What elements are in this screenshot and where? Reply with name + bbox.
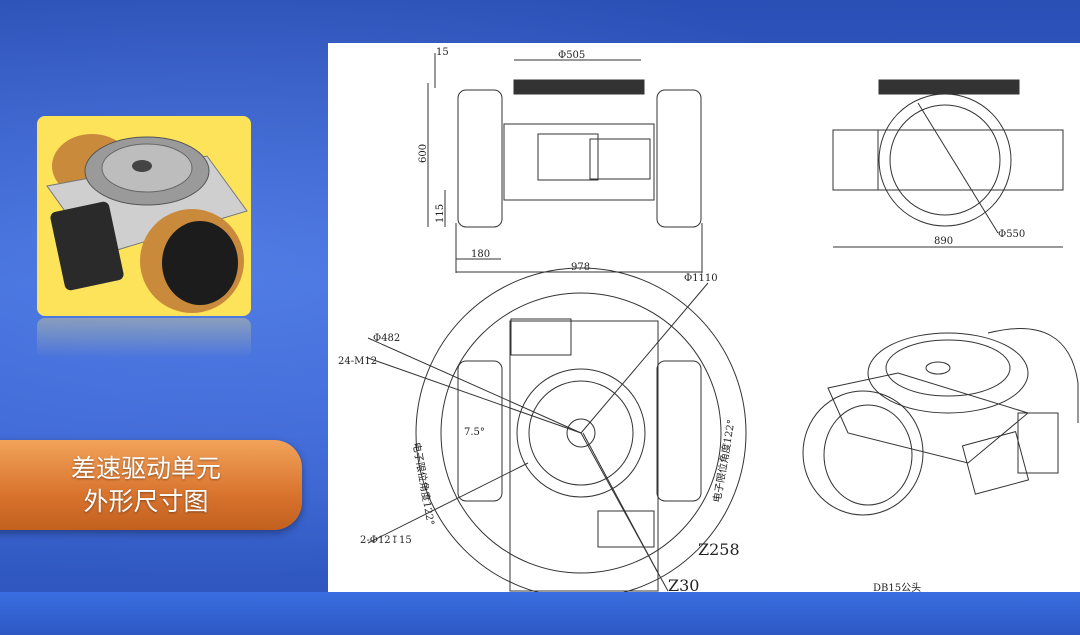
bottom-bar (0, 592, 1080, 635)
dim-115: 115 (435, 204, 446, 223)
dim-z258: Z258 (698, 540, 740, 559)
title-line-1: 差速驱动单元 (70, 454, 221, 483)
dim-d482: Φ482 (373, 333, 400, 344)
limit-angle-right: 电子限位角度122° (710, 418, 737, 503)
dim-890: 890 (934, 236, 953, 247)
dim-angle: 7.5° (464, 427, 485, 438)
dim-600: 600 (418, 144, 429, 163)
dim-15: 15 (436, 47, 449, 58)
dim-24-m12: 24-M12 (338, 356, 377, 367)
dim-d550: Φ550 (998, 229, 1025, 240)
photo-reflection (37, 318, 251, 358)
drawing-panel: Φ505 15 600 115 180 978 890 Φ550 (328, 43, 1080, 592)
title-line-2: 外形尺寸图 (83, 487, 209, 516)
front-view-drawing (427, 53, 703, 273)
dim-holes: 2-Φ12↧15 (360, 535, 412, 546)
side-view-drawing (832, 79, 1064, 248)
dim-d505: Φ505 (558, 50, 585, 61)
product-photo (37, 116, 251, 316)
dim-z30: Z30 (668, 576, 699, 592)
connector-label: DB15公头 (873, 582, 921, 592)
title-banner: 差速驱动单元 外形尺寸图 (0, 440, 302, 530)
plan-view-drawing (367, 267, 747, 592)
limit-angle-left: 电子限位角度122° (410, 441, 437, 526)
dim-180: 180 (471, 249, 490, 260)
dim-d1110: Φ1110 (684, 273, 718, 284)
isometric-view-drawing (802, 328, 1079, 516)
dim-978: 978 (571, 262, 590, 273)
